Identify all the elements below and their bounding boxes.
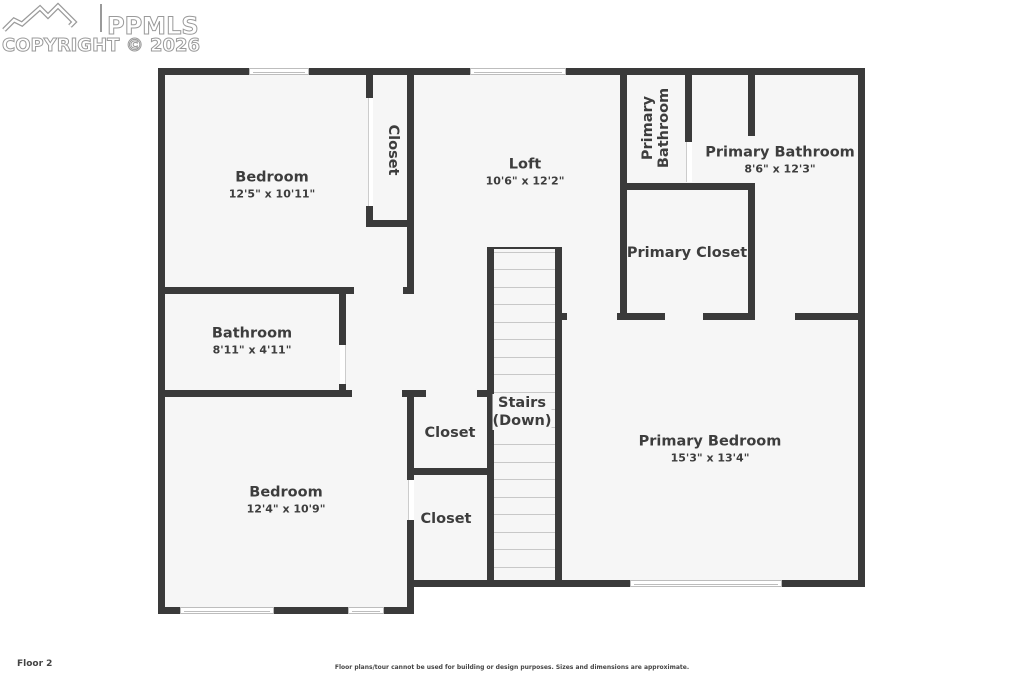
wall-hall-south-right [477,390,491,397]
wall-closet-nw-east [407,68,414,294]
room-dimensions: 12'4" x 10'9" [246,502,326,516]
room-fill-sw-bedroom [164,396,410,607]
wall-primary-bath-small-east-top [685,68,692,142]
exterior-notch [414,586,874,626]
floor-label: Floor 2 [17,659,53,669]
room-loft: Loft 10'6" x 12'2" [486,156,565,189]
closet-lower-door [408,480,414,520]
window [630,580,782,587]
wall-pb-north-1 [555,313,567,320]
room-name: Closet [424,425,476,441]
wall-bedroom-nw-south-right [403,287,414,294]
room-name: Bedroom [249,484,323,501]
room-name: Primary Bedroom [638,433,782,450]
ppmls-watermark: PPMLS COPYRIGHT © 2026 [1,2,207,58]
brand-name: PPMLS [107,12,200,41]
room-name: Loft [508,156,542,173]
wall-primary-bath-stub [748,68,755,136]
primary-bath-small-door [686,142,692,182]
room-dimensions: 8'6" x 12'3" [744,162,816,176]
wall-stairs-east [555,247,562,587]
room-closet-lower: Closet [421,510,472,528]
room-name-line2: Bathroom [656,87,672,169]
room-name-line1: Primary [640,95,656,161]
room-primary-bathroom: Primary Bathroom 8'6" x 12'3" [705,144,855,177]
room-dimensions: 12'5" x 10'11" [228,187,316,201]
wall-primary-west [620,68,627,320]
room-name: Bathroom [211,325,293,342]
wall-bathroom-south [158,390,352,397]
wall-pb-north-2 [617,313,665,320]
stairs-label-line2: (Down) [492,412,552,430]
wall-east [858,68,865,587]
stairs-top-edge [487,247,562,249]
room-dimensions: 8'11" x 4'11" [212,343,292,357]
window [180,607,274,614]
window [348,607,384,614]
wall-primary-closet-north [620,183,755,190]
closet-nw-door [368,98,373,206]
copyright-text: COPYRIGHT © 2026 [1,35,201,57]
room-name: Closet [385,124,401,176]
room-name: Primary Bathroom [705,144,855,161]
room-bedroom-nw: Bedroom 12'5" x 10'11" [229,169,316,202]
room-primary-bedroom: Primary Bedroom 15'3" x 13'4" [639,433,782,466]
mountain-logo-icon [2,2,102,32]
room-name: Primary Closet [626,245,748,261]
wall-hall-south-mid [402,390,426,397]
room-closet-upper: Closet [425,424,476,442]
wall-closet-nw-south [366,220,412,227]
wall-stairs-west [487,247,494,587]
wall-bathroom-east-top [339,287,346,345]
wall-pb-north-4 [795,313,865,320]
room-dimensions: 15'3" x 13'4" [670,451,750,465]
room-name: Closet [420,511,472,527]
wall-primary-closet-east [748,183,755,320]
room-primary-closet: Primary Closet [627,244,747,262]
wall-closet-nw-west-bottom [366,206,373,226]
room-closet-nw: Closet [385,125,401,176]
bathroom-door [340,345,346,384]
wall-west [158,68,165,614]
wall-closets-divider [407,468,491,475]
wall-closets-west-top [407,390,414,480]
window [249,68,309,75]
disclaimer: Floor plans/tour cannot be used for buil… [334,664,690,671]
wall-pb-north-3 [703,313,755,320]
room-primary-bath-small: Primary Bathroom [640,88,672,168]
room-stairs: Stairs (Down) [492,394,552,430]
room-dimensions: 10'6" x 12'2" [485,174,565,188]
room-bedroom-sw: Bedroom 12'4" x 10'9" [247,484,326,517]
window [470,68,566,75]
room-name: Bedroom [235,169,309,186]
room-bathroom: Bathroom 8'11" x 4'11" [212,325,292,358]
wall-bedroom-nw-south [158,287,354,294]
wall-closets-west-bottom [407,520,414,587]
wall-south-west [158,607,414,614]
wall-closet-nw-west-top [366,68,373,98]
stairs-label-line1: Stairs [492,394,552,412]
wall-south-step [407,580,414,614]
